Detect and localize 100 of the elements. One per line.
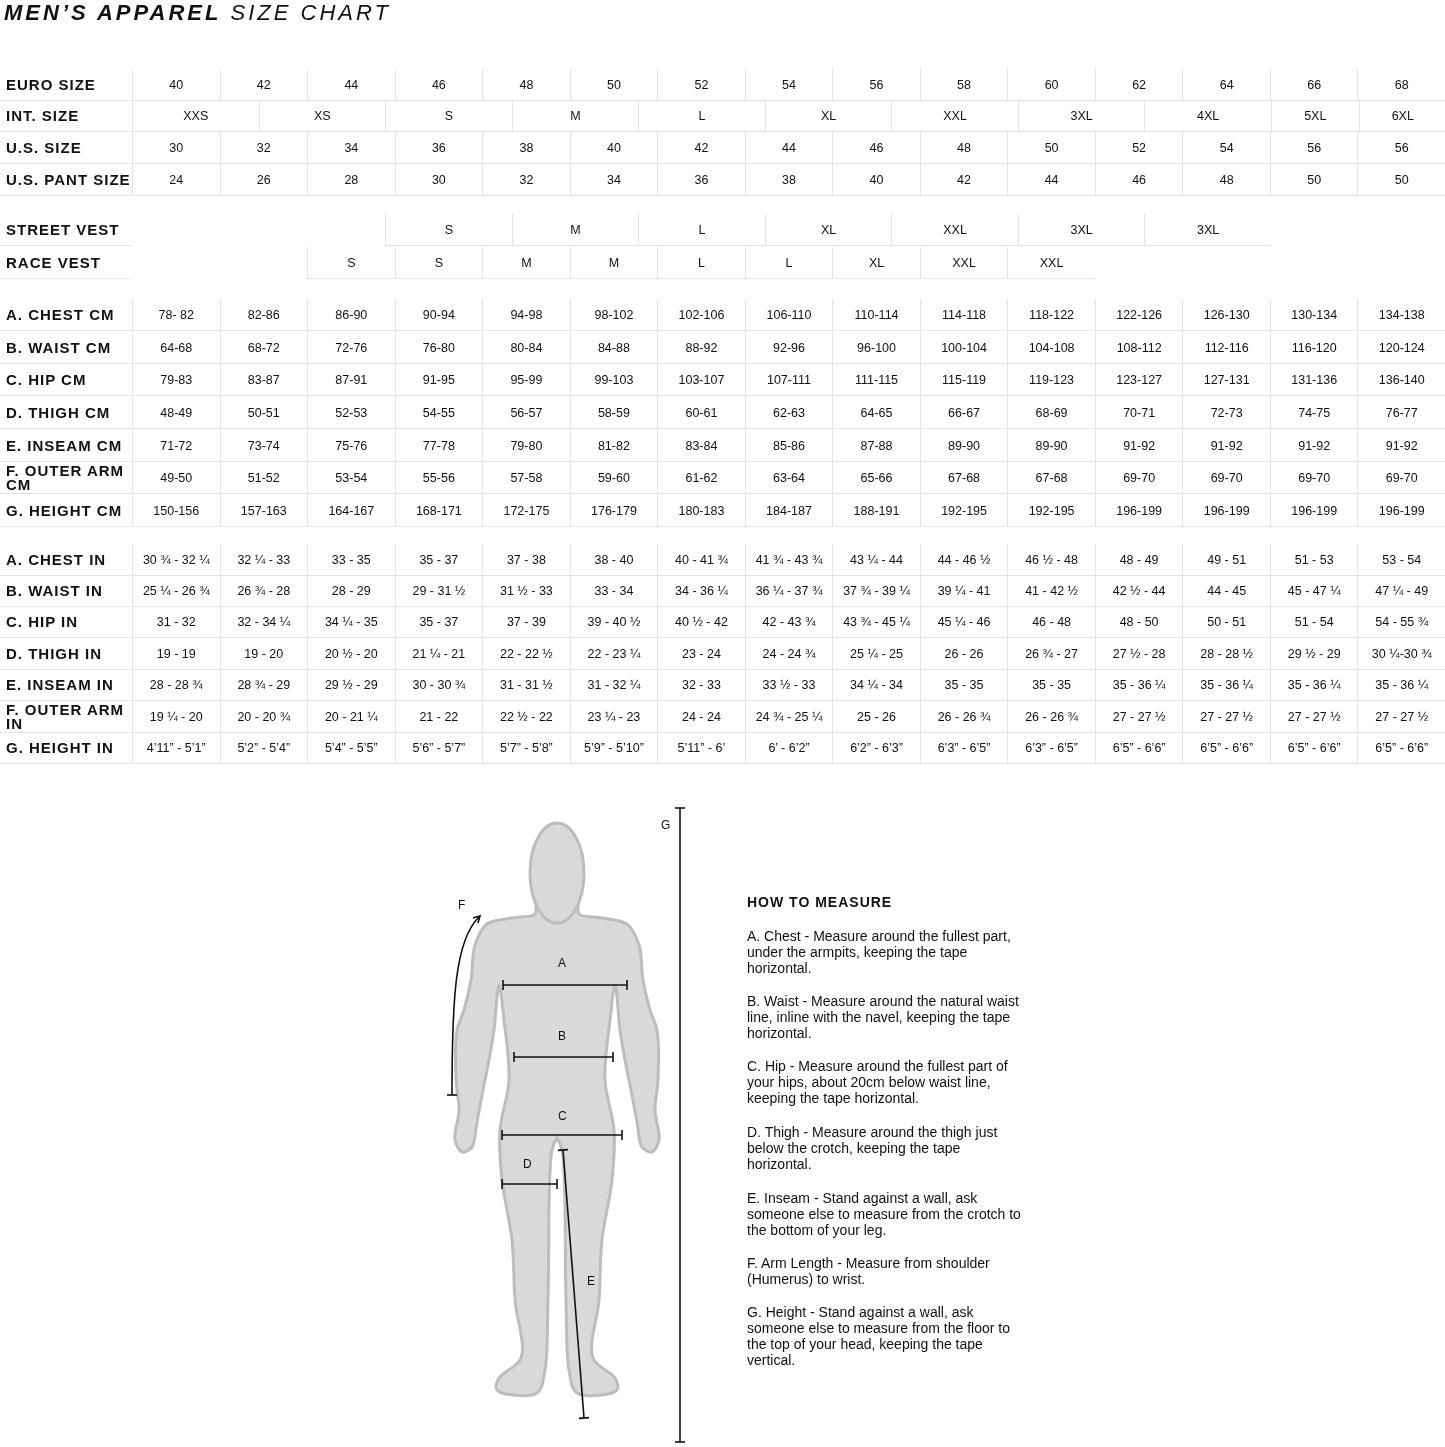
table-cell: 192-195 bbox=[1007, 495, 1095, 527]
table-cell: 31 - 32 bbox=[132, 606, 220, 638]
table-cell: 38 bbox=[744, 164, 833, 196]
table-cell: 71-72 bbox=[132, 430, 220, 462]
table-cell: 81-82 bbox=[569, 430, 658, 462]
table-cell: 30 bbox=[132, 132, 220, 164]
table-cell: 35 - 36 ¼ bbox=[1357, 669, 1445, 701]
table-cell: 44 bbox=[744, 132, 833, 164]
table-cell: 65-66 bbox=[832, 462, 920, 494]
table-cell: XXS bbox=[132, 100, 259, 132]
table-cell: 30 - 30 ¾ bbox=[394, 669, 483, 701]
row-header: G. HEIGHT IN bbox=[0, 732, 131, 764]
measurement-letter: F bbox=[458, 898, 466, 912]
table-cell: 115-119 bbox=[919, 364, 1008, 396]
table-cell: 51 - 53 bbox=[1269, 544, 1358, 576]
table-cell: 21 ¼ - 21 bbox=[394, 638, 483, 670]
table-cell: 126-130 bbox=[1182, 299, 1270, 331]
instruction-text: E. Inseam - Stand against a wall, ask someone else to measure from the crotch to the bottom of your leg. bbox=[747, 1190, 1022, 1238]
table-cell: 116-120 bbox=[1269, 332, 1358, 364]
table-cell: 22 - 22 ½ bbox=[482, 638, 570, 670]
table-cell: 48 - 49 bbox=[1094, 544, 1183, 576]
table-cell: 19 - 19 bbox=[132, 638, 220, 670]
table-cell: 99-103 bbox=[569, 364, 658, 396]
row-header: D. THIGH CM bbox=[0, 397, 131, 429]
table-cell: 38 - 40 bbox=[569, 544, 658, 576]
table-cell: 48 bbox=[482, 69, 570, 101]
table-cell: 66-67 bbox=[919, 397, 1008, 429]
row-header: F. OUTER ARM IN bbox=[0, 701, 131, 733]
table-cell: 25 ¼ - 25 bbox=[832, 638, 920, 670]
table-cell: 33 - 35 bbox=[307, 544, 395, 576]
table-cell: XXL bbox=[891, 214, 1018, 246]
table-cell: XXL bbox=[919, 247, 1008, 279]
table-cell: 72-73 bbox=[1182, 397, 1270, 429]
table-cell: 48-49 bbox=[132, 397, 220, 429]
table-cell: 40 bbox=[132, 69, 220, 101]
table-cell: 3XL bbox=[1144, 214, 1271, 246]
table-cell: 64-68 bbox=[132, 332, 220, 364]
table-cell: 44 bbox=[1007, 164, 1095, 196]
table-cell: 82-86 bbox=[219, 299, 308, 331]
table-cell: 196-199 bbox=[1182, 495, 1270, 527]
table-cell: 27 - 27 ½ bbox=[1269, 701, 1358, 733]
table-cell: 51 - 54 bbox=[1269, 606, 1358, 638]
table-cell: 29 ½ - 29 bbox=[1269, 638, 1358, 670]
table-cell: 180-183 bbox=[657, 495, 745, 527]
table-cell: 42 ½ - 44 bbox=[1094, 575, 1183, 607]
row-header: A. CHEST CM bbox=[0, 299, 131, 331]
table-cell: 69-70 bbox=[1269, 462, 1358, 494]
table-cell: 54-55 bbox=[394, 397, 483, 429]
table-cell: 53 - 54 bbox=[1357, 544, 1445, 576]
table-cell: 20 - 20 ¾ bbox=[219, 701, 308, 733]
table-cell: 83-84 bbox=[657, 430, 745, 462]
table-cell: 96-100 bbox=[832, 332, 920, 364]
table-cell: 42 bbox=[919, 164, 1008, 196]
table-cell: 5’4” - 5’5” bbox=[307, 732, 395, 764]
table-cell: 78- 82 bbox=[132, 299, 220, 331]
row-header: INT. SIZE bbox=[0, 100, 131, 132]
table-cell: XL bbox=[764, 214, 892, 246]
table-cell: 86-90 bbox=[307, 299, 395, 331]
table-cell: 6’5” - 6’6” bbox=[1182, 732, 1270, 764]
table-cell: XXL bbox=[891, 100, 1018, 132]
table-cell: 91-92 bbox=[1094, 430, 1183, 462]
table-cell: 37 ¾ - 39 ¼ bbox=[832, 575, 920, 607]
row-header: U.S. PANT SIZE bbox=[0, 164, 131, 196]
table-cell: 38 bbox=[482, 132, 570, 164]
table-cell: 196-199 bbox=[1357, 495, 1445, 527]
table-cell: 56 bbox=[1357, 132, 1445, 164]
table-cell: 28 - 28 ¾ bbox=[132, 669, 220, 701]
table-cell: 67-68 bbox=[919, 462, 1008, 494]
table-cell: 27 - 27 ½ bbox=[1182, 701, 1270, 733]
table-cell: 91-92 bbox=[1182, 430, 1270, 462]
table-cell: 31 ½ - 33 bbox=[482, 575, 570, 607]
table-cell: 54 - 55 ¾ bbox=[1357, 606, 1445, 638]
table-cell: 104-108 bbox=[1007, 332, 1095, 364]
table-cell: S bbox=[385, 214, 512, 246]
table-cell: 48 bbox=[919, 132, 1008, 164]
table-cell: 64 bbox=[1182, 69, 1270, 101]
table-cell: 28 ¾ - 29 bbox=[219, 669, 308, 701]
table-cell: 52 bbox=[1094, 132, 1183, 164]
table-cell: 23 - 24 bbox=[657, 638, 745, 670]
table-cell: 39 - 40 ½ bbox=[569, 606, 658, 638]
measurement-letter: G bbox=[661, 818, 671, 832]
row-header: A. CHEST IN bbox=[0, 544, 131, 576]
table-cell: 176-179 bbox=[569, 495, 658, 527]
table-cell: 35 - 37 bbox=[394, 606, 483, 638]
table-cell: 26 - 26 ¾ bbox=[919, 701, 1008, 733]
table-cell: 68 bbox=[1357, 69, 1445, 101]
table-cell: 50 - 51 bbox=[1182, 606, 1270, 638]
table-cell: 57-58 bbox=[482, 462, 570, 494]
table-cell: 22 - 23 ¼ bbox=[569, 638, 658, 670]
table-cell: 45 - 47 ¼ bbox=[1269, 575, 1358, 607]
table-cell: 4XL bbox=[1144, 100, 1271, 132]
table-cell: 49-50 bbox=[132, 462, 220, 494]
table-cell: 34 ¼ - 34 bbox=[832, 669, 920, 701]
table-cell: 106-110 bbox=[744, 299, 833, 331]
table-cell: XL bbox=[764, 100, 892, 132]
table-cell: 107-111 bbox=[744, 364, 833, 396]
table-cell: 91-92 bbox=[1269, 430, 1358, 462]
instruction-text: A. Chest - Measure around the fullest part, under the armpits, keeping the tape horizontal. bbox=[747, 928, 1012, 976]
table-cell: 79-80 bbox=[482, 430, 570, 462]
table-cell: 69-70 bbox=[1357, 462, 1445, 494]
